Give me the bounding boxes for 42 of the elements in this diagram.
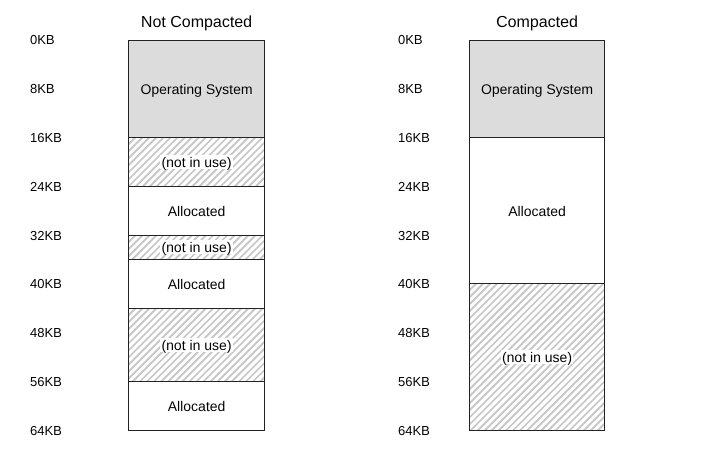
address-label: 64KB (30, 424, 63, 438)
os-region (469, 40, 605, 138)
region-label: Allocated (168, 399, 226, 414)
address-label: 48KB (30, 326, 63, 340)
address-label: 24KB (398, 180, 431, 194)
region-label: Allocated (168, 276, 226, 291)
allocated-region (128, 186, 265, 236)
address-label: 24KB (30, 180, 63, 194)
region-label: Allocated (168, 204, 226, 218)
os-region (128, 40, 265, 138)
region-label: (not in use) (160, 240, 233, 254)
free-region (128, 136, 265, 187)
region-label: Operating System (140, 82, 253, 96)
address-label: 8KB (30, 82, 56, 96)
address-label: 40KB (398, 277, 431, 292)
region-label: (not in use) (500, 350, 574, 364)
address-label: 64KB (398, 424, 431, 438)
region-label: (not in use) (160, 154, 233, 169)
address-label: 0KB (30, 33, 56, 47)
address-label: 48KB (398, 326, 431, 340)
memory-column (469, 12, 605, 432)
address-label: 40KB (30, 277, 63, 292)
address-label: 8KB (398, 82, 424, 96)
address-label: 56KB (398, 375, 431, 390)
free-region (128, 234, 265, 260)
address-label: 32KB (398, 228, 431, 243)
address-label: 16KB (30, 130, 63, 145)
allocated-region (469, 136, 605, 284)
region-label: Allocated (508, 204, 566, 218)
memory-column (128, 12, 265, 432)
column-heading: Compacted (496, 14, 578, 32)
address-label: 56KB (30, 375, 63, 390)
column-heading: Not Compacted (140, 14, 252, 32)
free-region (128, 308, 265, 382)
free-region (469, 283, 605, 432)
address-label: 32KB (30, 228, 63, 243)
address-label: 16KB (398, 130, 431, 145)
region-label: (not in use) (160, 338, 233, 352)
address-label: 0KB (398, 33, 424, 47)
allocated-region (128, 258, 265, 309)
region-label: Operating System (480, 82, 594, 96)
allocated-region (128, 381, 265, 432)
